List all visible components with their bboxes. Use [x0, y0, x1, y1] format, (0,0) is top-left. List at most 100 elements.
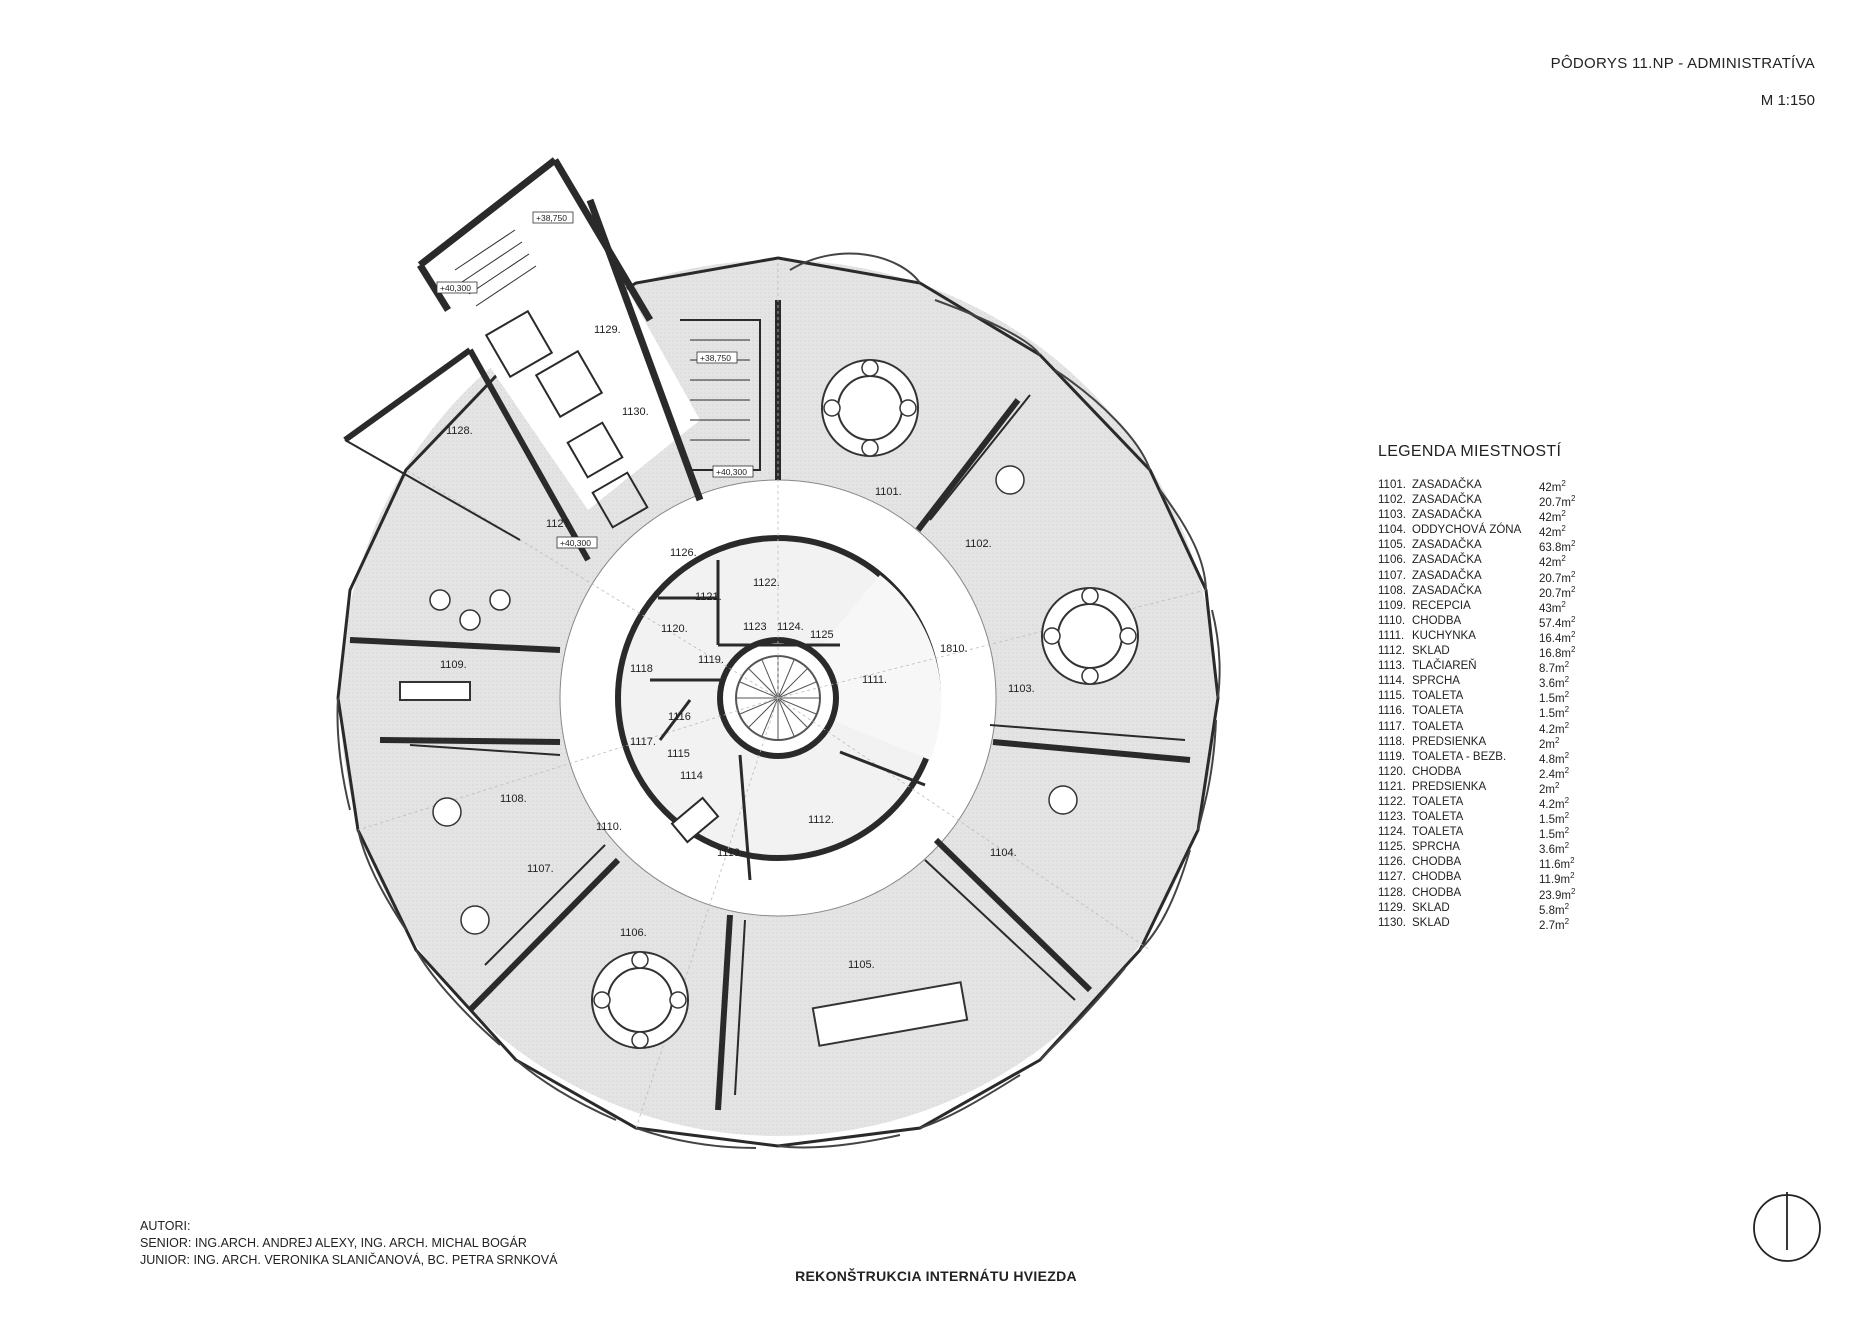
legend-room-area: 1.5m2 [1539, 826, 1569, 841]
legend-area-exponent: 2 [1561, 479, 1566, 488]
legend-area-value: 2m [1539, 783, 1555, 796]
legend-area-exponent: 2 [1564, 750, 1570, 760]
legend-area-exponent: 2 [1564, 795, 1570, 805]
room-label-1102: 1102. [965, 538, 992, 550]
chairs [429, 359, 1137, 1049]
authors-heading: AUTORI: [140, 1219, 191, 1233]
facade-balconies [336, 252, 1221, 1149]
reception-desk [399, 681, 471, 701]
legend-area-value: 11.9m [1539, 874, 1571, 887]
legend-room-name: SKLAD [1412, 645, 1450, 658]
room-label-1115: 1115 [667, 748, 690, 760]
legend-room-name: ZASADAČKA [1412, 539, 1482, 552]
legend-room-number: 1123. [1378, 811, 1406, 824]
legend-room-area: 16.4m2 [1539, 630, 1575, 645]
legend-area-exponent: 2 [1561, 599, 1566, 609]
room-label-1111: 1111. [862, 674, 887, 686]
legend-room-number: 1122. [1378, 795, 1406, 808]
legend-area-value: 11.6m [1539, 859, 1571, 872]
legend-area-exponent: 2 [1570, 584, 1576, 594]
legend-area-exponent: 2 [1570, 856, 1575, 866]
legend-room-area: 1.5m2 [1539, 811, 1569, 826]
legend-room-number: 1116. [1378, 705, 1406, 718]
legend-area-exponent: 2 [1570, 629, 1576, 639]
legend-area-value: 42m [1539, 527, 1562, 540]
legend-area-value: 4.2m [1539, 723, 1565, 736]
north-arrow-icon [1753, 1192, 1821, 1262]
legend-room-number: 1113. [1378, 660, 1406, 673]
legend-room-area: 42m2 [1539, 479, 1566, 494]
conference-table [811, 981, 969, 1047]
legend-room-number: 1127. [1378, 871, 1406, 884]
legend-room-number: 1102. [1378, 494, 1406, 507]
legend-room-area: 3.6m2 [1539, 841, 1569, 856]
legend-area-exponent: 2 [1564, 901, 1570, 911]
authors-block: AUTORI: SENIOR: ING.ARCH. ANDREJ ALEXY, … [140, 1218, 557, 1269]
service-annex [343, 157, 761, 562]
legend-area-exponent: 2 [1564, 765, 1570, 775]
legend-room-number: 1115. [1378, 690, 1406, 703]
legend-room-name: ZASADAČKA [1412, 479, 1482, 491]
room-label-1119: 1119. [698, 654, 724, 666]
legend-room-name: SKLAD [1412, 901, 1450, 914]
legend-area-value: 20.7m [1539, 572, 1571, 585]
legend-area-value: 1.5m [1539, 813, 1565, 826]
room-label-1125: 1125 [810, 629, 834, 641]
legend-area-value: 8.7m [1539, 662, 1565, 675]
legend-room-area: 4.8m2 [1539, 751, 1569, 766]
legend-room-name: TOALETA [1412, 795, 1464, 808]
legend-area-exponent: 2 [1564, 660, 1570, 670]
room-label-1107: 1107. [527, 863, 554, 875]
legend-room-number: 1101. [1378, 479, 1406, 491]
legend-room-name: CHODBA [1412, 856, 1462, 869]
legend-room-number: 1126. [1378, 856, 1406, 869]
legend-area-exponent: 2 [1570, 539, 1576, 549]
level-tag: +38,750 [536, 213, 567, 223]
room-label-1106: 1106. [620, 927, 647, 939]
legend-room-number: 1107. [1378, 569, 1406, 582]
legend-area-value: 2m [1539, 738, 1555, 751]
legend-area-exponent: 2 [1554, 780, 1560, 790]
legend-row: 1101. ZASADAČKA 42m2 [1378, 479, 1618, 494]
room-label-1128: 1128. [446, 425, 473, 437]
legend-room-name: TOALETA [1412, 826, 1464, 839]
legend-room-area: 3.6m2 [1539, 675, 1569, 690]
room-label-1112: 1112. [808, 814, 834, 826]
drawing-title: PÔDORYS 11.NP - ADMINISTRATÍVA [1550, 55, 1815, 72]
legend-area-value: 23.9m [1539, 889, 1571, 902]
legend-room-name: KUCHYNKA [1412, 629, 1476, 642]
room-label-1122: 1122. [753, 577, 780, 589]
legend-room-number: 1120. [1378, 765, 1406, 778]
legend-area-exponent: 2 [1564, 841, 1570, 851]
legend-room-number: 1105. [1378, 539, 1406, 552]
room-label-1103: 1103. [1008, 683, 1035, 695]
legend-area-value: 3.6m [1539, 678, 1565, 691]
legend-room-number: 1117. [1378, 720, 1406, 733]
room-label-1118: 1118 [630, 663, 653, 675]
legend-room-name: SPRCHA [1412, 841, 1460, 854]
legend-room-number: 1124. [1378, 826, 1406, 839]
legend-area-value: 43m [1539, 602, 1562, 615]
legend-area-exponent: 2 [1564, 826, 1570, 836]
legend-room-area: 2m2 [1539, 736, 1559, 751]
legend-area-value: 4.2m [1539, 798, 1565, 811]
legend-area-exponent: 2 [1570, 614, 1576, 624]
legend-area-value: 57.4m [1539, 617, 1571, 630]
legend-room-name: CHODBA [1412, 765, 1462, 778]
legend-room-number: 1128. [1378, 886, 1406, 899]
room-label-1120: 1120. [661, 623, 688, 635]
room-label-1113: 1113. [717, 847, 743, 859]
legend-area-value: 1.5m [1539, 828, 1565, 841]
legend-room-name: SPRCHA [1412, 675, 1460, 688]
legend-room-area: 8.7m2 [1539, 660, 1569, 675]
legend-title: LEGENDA MIESTNOSTÍ [1378, 443, 1562, 460]
